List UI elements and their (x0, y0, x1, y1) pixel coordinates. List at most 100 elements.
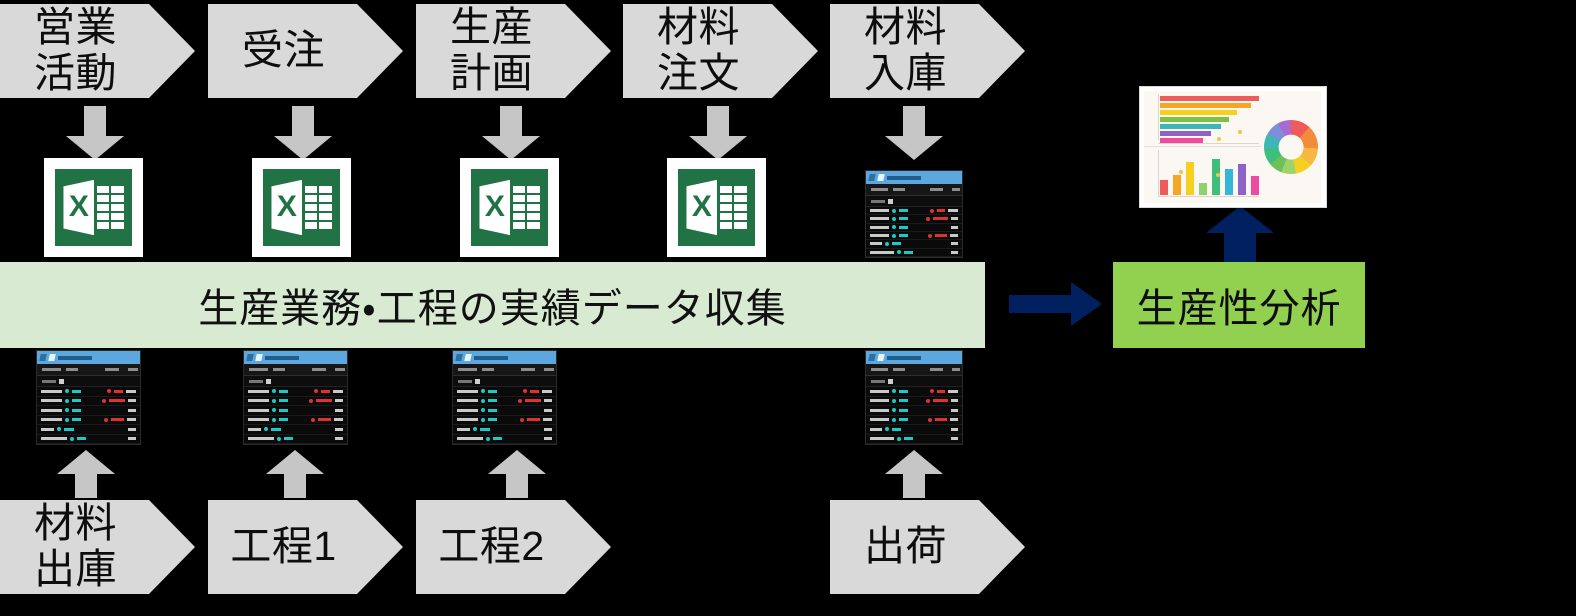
vbar-1 (1172, 174, 1181, 195)
table-row (453, 435, 556, 444)
data-marker (1217, 137, 1222, 142)
process-step-label: 生産 計画 (450, 4, 533, 96)
process-step-label: 工程2 (438, 523, 545, 570)
vbar-3 (1198, 182, 1207, 195)
hbar-4 (1160, 124, 1222, 129)
app-screenshot-process-2[interactable] (452, 350, 557, 445)
process-step-sales-activity[interactable]: 営業 活動 (0, 4, 195, 98)
up-arrow-icon (488, 450, 546, 498)
app-title-text (265, 355, 299, 360)
table-body (866, 387, 962, 444)
right-arrow-icon (1009, 282, 1102, 326)
table-row (244, 425, 347, 435)
app-title-bar (37, 351, 140, 364)
app-icon (255, 354, 263, 361)
excel-icon-body: X (55, 169, 132, 246)
table-header-row (244, 364, 347, 376)
excel-file-icon[interactable]: X (252, 158, 351, 257)
excel-file-icon[interactable]: X (667, 158, 766, 257)
app-title-text (58, 355, 92, 360)
hbar-5 (1160, 131, 1212, 136)
vbar-2 (1185, 162, 1194, 195)
excel-icon-letter: X (484, 190, 505, 224)
dashboard-inner (1144, 91, 1321, 203)
excel-icon-panel (686, 179, 718, 236)
excel-icon-body: X (678, 169, 755, 246)
app-icon (39, 354, 47, 361)
horizontal-bar-chart (1144, 91, 1261, 147)
table-body (244, 387, 347, 444)
data-collection-banner: 生産業務・工程の実績データ収集 (0, 262, 985, 348)
table-subheader-row (453, 376, 556, 387)
table-row (866, 215, 962, 224)
process-step-material-issue[interactable]: 材料 出庫 (0, 500, 195, 594)
table-row (453, 387, 556, 397)
table-row (453, 406, 556, 416)
table-row (37, 387, 140, 397)
hbar-1 (1160, 103, 1251, 108)
process-step-label: 材料 出庫 (34, 500, 117, 592)
down-arrow-icon (66, 106, 124, 160)
process-step-order-receipt[interactable]: 受注 (208, 4, 403, 98)
chart-x-axis (1158, 143, 1259, 144)
app-icon (246, 354, 254, 361)
table-row (866, 249, 962, 257)
app-screenshot-material-receiving[interactable] (865, 170, 963, 258)
process-step-label: 材料 入庫 (864, 4, 947, 96)
table-row (453, 397, 556, 406)
excel-file-icon[interactable]: X (44, 158, 143, 257)
down-arrow-icon (689, 106, 747, 160)
process-step-process-2[interactable]: 工程2 (416, 500, 611, 594)
table-row (866, 232, 962, 241)
excel-icon-letter: X (68, 190, 89, 224)
table-row (244, 416, 347, 425)
hbar-3 (1160, 117, 1230, 122)
up-arrow-icon (57, 450, 115, 498)
vbar-7 (1250, 175, 1259, 195)
process-step-material-order[interactable]: 材料 注文 (623, 4, 818, 98)
app-screenshot-material-issue[interactable] (36, 350, 141, 445)
analysis-dashboard-thumbnail[interactable] (1139, 86, 1327, 208)
process-step-production-plan[interactable]: 生産 計画 (416, 4, 611, 98)
app-screenshot-process-1[interactable] (243, 350, 348, 445)
app-title-text (474, 355, 508, 360)
excel-icon-grid (512, 185, 541, 230)
app-title-bar (244, 351, 347, 364)
banner-label: 生産業務・工程の実績データ収集 (198, 287, 787, 331)
excel-icon-letter: X (276, 190, 297, 224)
table-row (244, 387, 347, 397)
result-box-label: 生産性分析 (1136, 287, 1342, 331)
vbar-5 (1224, 169, 1233, 195)
app-title-bar (866, 351, 962, 364)
table-body (453, 387, 556, 444)
excel-file-icon[interactable]: X (460, 158, 559, 257)
table-header-row (453, 364, 556, 376)
productivity-analysis-box[interactable]: 生産性分析 (1113, 262, 1365, 348)
hbar-2 (1160, 110, 1238, 115)
chart-y-axis (1158, 150, 1159, 197)
hbar-6 (1160, 138, 1204, 143)
table-row (37, 416, 140, 425)
table-subheader-row (866, 196, 962, 207)
table-header-row (866, 364, 962, 376)
down-arrow-icon (274, 106, 332, 160)
dashboard-charts-column (1144, 91, 1261, 203)
table-row (37, 406, 140, 416)
table-row (866, 207, 962, 216)
table-row (37, 435, 140, 444)
chart-x-axis (1158, 196, 1259, 197)
app-title-text (887, 175, 921, 180)
process-step-label: 受注 (242, 27, 325, 74)
excel-icon-panel (271, 179, 303, 236)
process-step-process-1[interactable]: 工程1 (208, 500, 403, 594)
table-row (453, 425, 556, 435)
table-header-row (866, 184, 962, 196)
chart-y-axis (1158, 94, 1159, 140)
app-icon (455, 354, 463, 361)
process-step-material-receiving[interactable]: 材料 入庫 (830, 4, 1025, 98)
table-row (866, 435, 962, 444)
app-screenshot-shipping[interactable] (865, 350, 963, 445)
process-step-shipping[interactable]: 出荷 (830, 500, 1025, 594)
up-arrow-icon (1206, 206, 1274, 262)
vertical-bar-chart (1144, 147, 1261, 203)
